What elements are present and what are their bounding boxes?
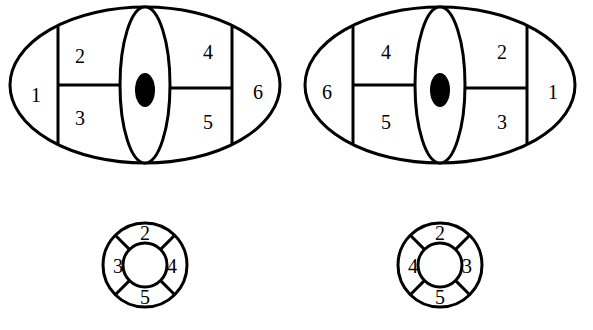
region-number: 6 — [253, 82, 263, 102]
region-number: 3 — [75, 108, 85, 128]
region-number: 6 — [322, 82, 332, 102]
region-number: 2 — [497, 42, 507, 62]
region-number: 2 — [435, 223, 445, 243]
region-number: 3 — [113, 256, 123, 276]
region-number: 5 — [140, 287, 150, 307]
region-number: 4 — [381, 42, 391, 62]
region-number: 1 — [548, 82, 558, 102]
region-number: 5 — [435, 287, 445, 307]
region-number: 3 — [497, 112, 507, 132]
region-number: 4 — [408, 256, 418, 276]
region-number: 4 — [203, 42, 213, 62]
region-number: 5 — [381, 112, 391, 132]
region-number: 2 — [140, 223, 150, 243]
region-number: 1 — [31, 85, 41, 105]
region-number: 4 — [167, 256, 177, 276]
region-number: 3 — [462, 256, 472, 276]
region-number: 2 — [75, 46, 85, 66]
region-number: 5 — [203, 112, 213, 132]
